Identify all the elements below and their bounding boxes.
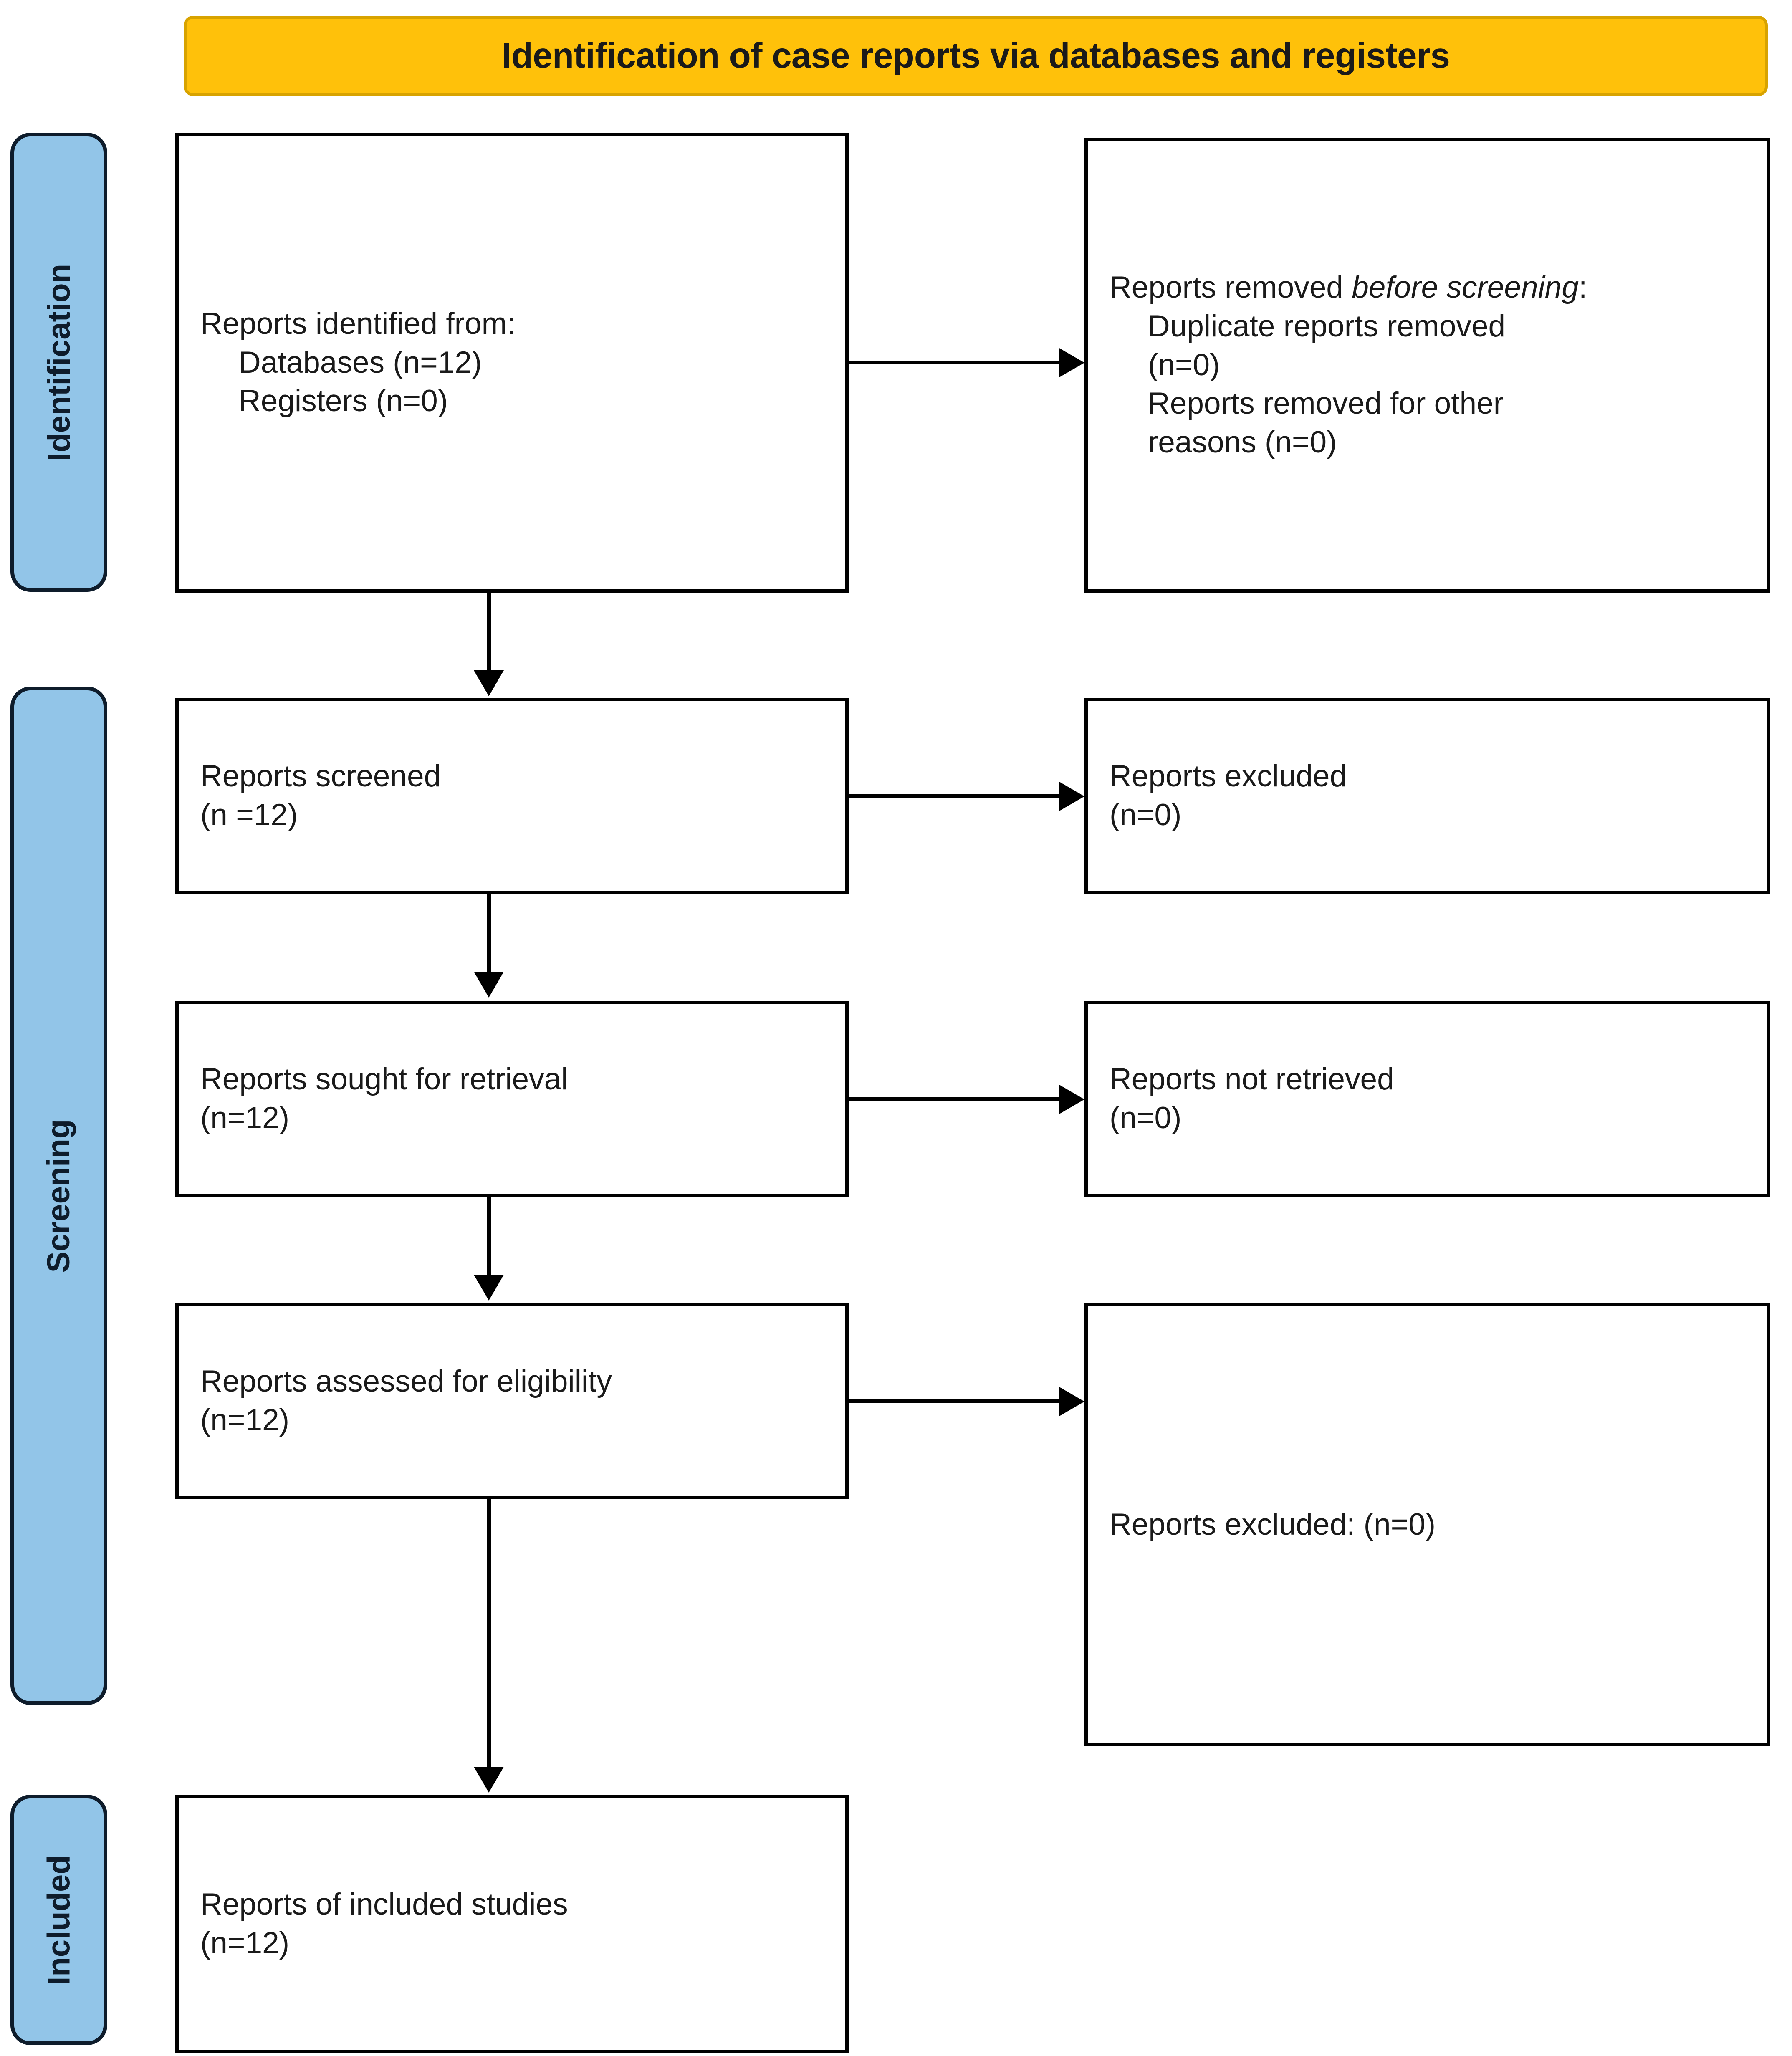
duplicate-reports-removed-count: (n=0) <box>1148 348 1220 382</box>
duplicate-reports-removed-label: Duplicate reports removed <box>1148 309 1506 343</box>
reports-excluded-label: Reports excluded <box>1110 759 1347 793</box>
reports-sought-count: (n=12) <box>200 1101 290 1135</box>
connector-assessed-to-excluded-final <box>849 1399 1062 1403</box>
reports-not-retrieved-count: (n=0) <box>1110 1101 1182 1135</box>
reports-identified-line-1: Reports identified from: <box>200 306 516 341</box>
arrow-down-icon-sought-to-assessed <box>474 1275 504 1301</box>
arrow-right-icon-assessed-to-excluded-final <box>1059 1387 1084 1417</box>
reports-removed-heading: Reports removed before screening: <box>1110 268 1745 307</box>
reports-identified-databases: Databases (n=12) <box>239 345 482 379</box>
reports-sought-label: Reports sought for retrieval <box>200 1062 568 1096</box>
reports-excluded-final-label: Reports excluded: (n=0) <box>1110 1507 1436 1541</box>
connector-sought-to-not-retrieved <box>849 1097 1062 1101</box>
reports-screened-count: (n =12) <box>200 798 298 832</box>
connector-screened-to-sought <box>487 894 491 973</box>
diagram-title: Identification of case reports via datab… <box>501 36 1450 76</box>
box-reports-screened: Reports screened (n =12) <box>175 698 849 894</box>
stage-label-included: Included <box>10 1795 107 2045</box>
stage-label-screening-text: Screening <box>41 1119 77 1273</box>
box-reports-removed-before-screening: Reports removed before screening: Duplic… <box>1084 138 1770 593</box>
reports-excluded-count: (n=0) <box>1110 798 1182 832</box>
reports-screened-label: Reports screened <box>200 759 441 793</box>
arrow-down-icon-identified-to-screened <box>474 670 504 696</box>
reports-included-count: (n=12) <box>200 1926 290 1960</box>
reports-not-retrieved-label: Reports not retrieved <box>1110 1062 1394 1096</box>
reports-removed-heading-suffix: : <box>1578 270 1587 305</box>
arrow-right-icon-sought-to-not-retrieved <box>1059 1084 1084 1114</box>
stage-label-screening: Screening <box>10 687 107 1705</box>
arrow-right-icon-identified-to-removed <box>1059 348 1084 378</box>
box-reports-identified: Reports identified from: Databases (n=12… <box>175 133 849 593</box>
connector-sought-to-assessed <box>487 1197 491 1276</box>
box-reports-sought-for-retrieval: Reports sought for retrieval (n=12) <box>175 1001 849 1197</box>
connector-identified-to-screened <box>487 593 491 672</box>
reports-removed-heading-prefix: Reports removed <box>1110 270 1352 305</box>
connector-assessed-to-included <box>487 1499 491 1768</box>
box-reports-excluded: Reports excluded (n=0) <box>1084 698 1770 894</box>
arrow-down-icon-screened-to-sought <box>474 972 504 998</box>
box-reports-assessed-for-eligibility: Reports assessed for eligibility (n=12) <box>175 1303 849 1499</box>
box-reports-not-retrieved: Reports not retrieved (n=0) <box>1084 1001 1770 1197</box>
reports-identified-registers: Registers (n=0) <box>239 384 448 418</box>
connector-screened-to-excluded <box>849 794 1062 798</box>
arrow-right-icon-screened-to-excluded <box>1059 781 1084 811</box>
reports-assessed-count: (n=12) <box>200 1403 290 1437</box>
reports-assessed-label: Reports assessed for eligibility <box>200 1364 612 1399</box>
stage-label-identification-text: Identification <box>41 263 77 461</box>
box-reports-excluded-final: Reports excluded: (n=0) <box>1084 1303 1770 1746</box>
stage-label-included-text: Included <box>41 1854 77 1985</box>
arrow-down-icon-assessed-to-included <box>474 1767 504 1793</box>
reports-included-label: Reports of included studies <box>200 1887 568 1922</box>
reports-removed-other-label: Reports removed for other <box>1148 386 1504 421</box>
reports-removed-heading-italic: before screening <box>1352 270 1579 305</box>
stage-label-identification: Identification <box>10 133 107 592</box>
box-reports-of-included-studies: Reports of included studies (n=12) <box>175 1795 849 2053</box>
diagram-header-banner: Identification of case reports via datab… <box>184 16 1768 96</box>
connector-identified-to-removed <box>849 361 1062 364</box>
reports-removed-other-count: reasons (n=0) <box>1148 425 1337 460</box>
